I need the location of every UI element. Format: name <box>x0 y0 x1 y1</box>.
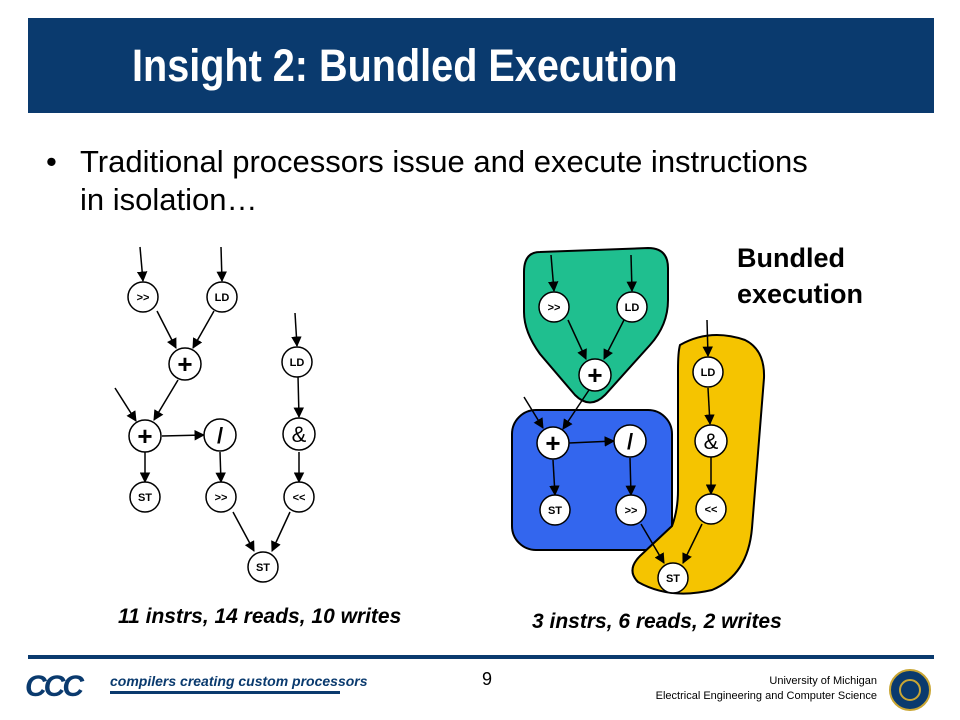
right-node-shr-2: >> <box>615 494 647 526</box>
footer-affiliation: University of Michigan Electrical Engine… <box>656 674 877 704</box>
left-node-add-2: + <box>128 419 162 453</box>
logo-underline <box>110 691 340 694</box>
seal-inner-ring <box>899 679 921 701</box>
logo-tagline: compilers creating custom processors <box>110 673 368 689</box>
svg-text:>>: >> <box>548 302 561 314</box>
ccc-logo: CCC <box>25 670 84 703</box>
svg-text:LD: LD <box>290 357 305 369</box>
svg-text:>>: >> <box>137 292 150 304</box>
left-node-and: & <box>282 417 316 451</box>
svg-text:&: & <box>704 429 719 454</box>
svg-text:+: + <box>545 428 560 458</box>
university-seal-icon <box>889 669 931 711</box>
left-node-add-1: + <box>168 347 202 381</box>
svg-text:+: + <box>177 349 192 379</box>
page-number: 9 <box>482 669 493 689</box>
left-node-div: / <box>203 418 237 452</box>
svg-text:<<: << <box>293 492 306 504</box>
svg-text:>>: >> <box>215 492 228 504</box>
svg-text:LD: LD <box>701 367 716 379</box>
right-caption: 3 instrs, 6 reads, 2 writes <box>532 610 782 633</box>
right-node-ld-1: LD <box>616 291 648 323</box>
svg-text:ST: ST <box>548 505 562 517</box>
svg-text:LD: LD <box>625 302 640 314</box>
right-node-add-2: + <box>536 426 570 460</box>
bullet-dot: • <box>46 144 57 179</box>
svg-text:+: + <box>587 360 602 390</box>
svg-text:/: / <box>627 429 633 454</box>
bundle-yellow <box>631 334 766 595</box>
left-node-st-1: ST <box>129 481 161 513</box>
right-node-shl: << <box>695 493 727 525</box>
left-node-shl: << <box>283 481 315 513</box>
left-node-ld-2: LD <box>281 346 313 378</box>
svg-text:ST: ST <box>256 562 270 574</box>
svg-text:&: & <box>292 422 307 447</box>
bundle-blue <box>511 409 673 551</box>
svg-text:+: + <box>137 421 152 451</box>
slide-title: Insight 2: Bundled Execution <box>132 40 678 91</box>
right-node-ld-2: LD <box>692 356 724 388</box>
svg-text:<<: << <box>705 504 718 516</box>
department-name: Electrical Engineering and Computer Scie… <box>655 690 877 702</box>
svg-text:/: / <box>217 423 223 448</box>
svg-text:ST: ST <box>666 573 680 585</box>
left-caption: 11 instrs, 14 reads, 10 writes <box>118 605 402 628</box>
title-bar <box>28 18 934 113</box>
left-node-st-2: ST <box>247 551 279 583</box>
svg-text:LD: LD <box>215 292 230 304</box>
bullet-text: Traditional processors issue and execute… <box>80 144 808 217</box>
right-node-div: / <box>613 424 647 458</box>
left-node-shr-1: >> <box>127 281 159 313</box>
footer-rule <box>28 655 934 659</box>
svg-text:ST: ST <box>138 492 152 504</box>
left-node-ld-1: LD <box>206 281 238 313</box>
right-node-and: & <box>694 424 728 458</box>
right-node-shr-1: >> <box>538 291 570 323</box>
right-node-add-1: + <box>578 358 612 392</box>
svg-text:>>: >> <box>625 505 638 517</box>
left-node-shr-2: >> <box>205 481 237 513</box>
bundled-execution-label: Bundled execution <box>737 243 864 309</box>
right-node-st-1: ST <box>539 494 571 526</box>
university-name: University of Michigan <box>769 675 877 687</box>
right-node-st-2: ST <box>657 562 689 594</box>
